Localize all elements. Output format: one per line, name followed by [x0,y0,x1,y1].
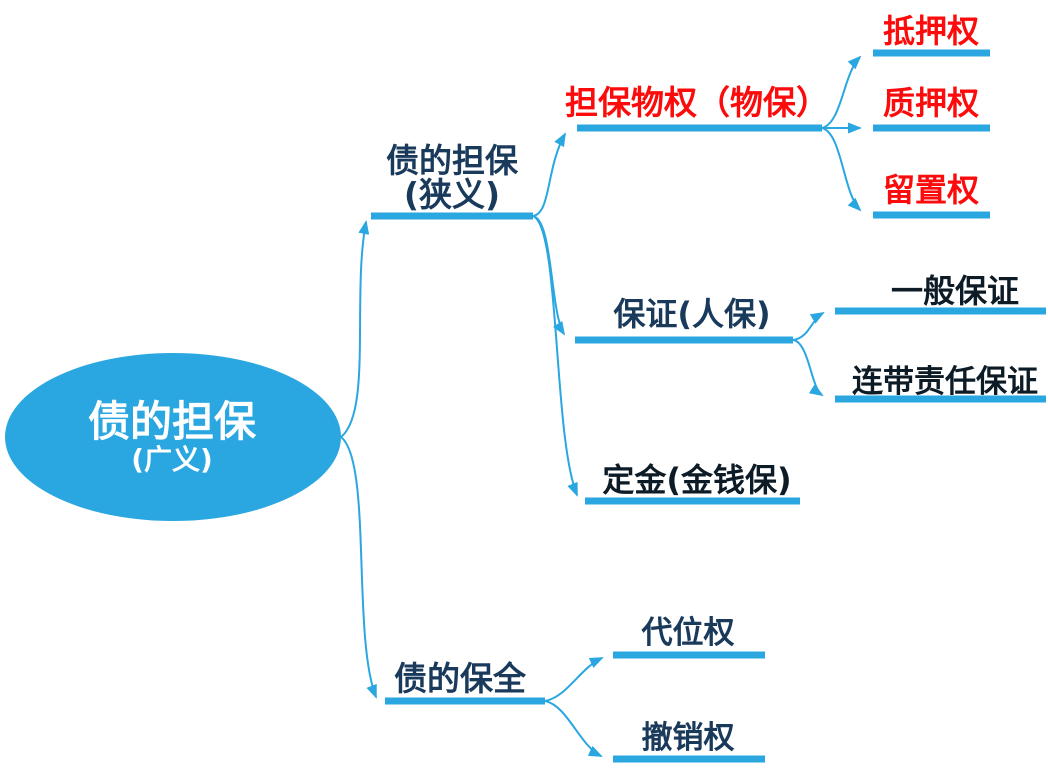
node-subrogation-label: 代位权 [641,615,735,651]
edge-property-to-lien [821,127,862,212]
edge-preservation-to-subrogation [544,657,604,702]
node-deposit-label: 定金(金钱保) [602,461,791,499]
edge-root-to-preservation [340,436,377,699]
edge-property-to-mortgage [821,55,862,129]
node-pledge-label: 质押权 [883,84,979,122]
edge-narrow-to-deposit [532,215,578,497]
node-general-label: 一般保证 [891,272,1019,310]
edge-suretyship-to-general [792,311,825,341]
node-lien-label: 留置权 [883,171,979,209]
root-label: 债的担保 [88,397,257,446]
node-mortgage-label: 抵押权 [883,12,979,50]
edge-root-to-narrow [340,220,370,438]
edge-suretyship-to-joint [792,339,824,397]
node-narrow-label: 债的担保 [386,141,519,180]
node-suretyship-label: 保证(人保) [613,295,770,333]
root-ellipse [5,353,341,521]
edge-preservation-to-revocation [544,700,603,757]
root-sublabel: (广义) [131,443,213,476]
node-joint-label: 连带责任保证 [852,364,1038,400]
node-preservation-label: 债的保全 [394,659,527,698]
node-revocation-label: 撤销权 [642,720,735,756]
node-narrow-sublabel: (狭义) [404,175,500,214]
connectors [340,55,862,757]
node-underlines [371,49,1046,763]
node-property-label: 担保物权（物保） [565,83,829,122]
edge-narrow-to-suretyship [532,215,566,336]
edge-narrow-to-property [532,132,566,217]
node-labels: 债的担保 (狭义) 担保物权（物保） 抵押权 质押权 留置权 保证(人保) 一般… [386,12,1038,756]
node-root: 债的担保 (广义) [5,353,341,521]
